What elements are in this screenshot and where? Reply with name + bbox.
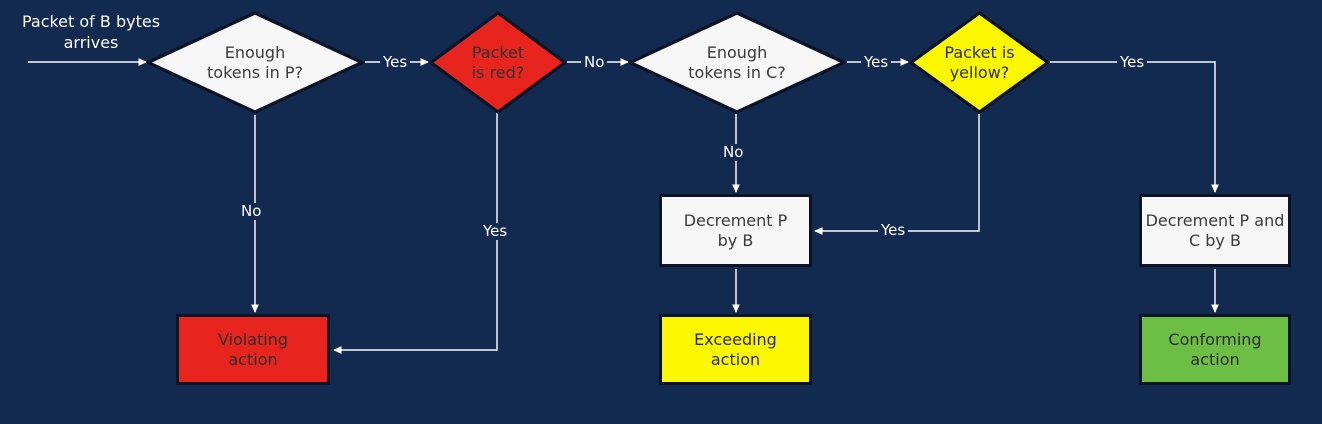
entry-caption: Packet of B bytes arrives [21, 12, 161, 52]
edge-label-yellow-yes: Yes [1117, 54, 1148, 71]
process-decrement-p-by-b[interactable]: Decrement P by B [659, 194, 812, 267]
edge-yellow-yes [1050, 61, 1219, 193]
edge-label-p-no: No [238, 203, 265, 220]
decision-packet-is-yellow[interactable]: Packet is yellow? [909, 11, 1050, 114]
diamond-shape-packet-is-yellow [909, 11, 1050, 114]
diamond-shape-packet-is-red [429, 11, 567, 114]
decision-enough-tokens-c[interactable]: Enough tokens in C? [628, 11, 846, 114]
edge-label-c-yes: Yes [861, 54, 892, 71]
terminal-violating-action[interactable]: Violating action [176, 314, 330, 385]
edge-yellow-no [814, 114, 980, 235]
edge-label-c-no: No [720, 144, 747, 161]
diamond-shape-enough-tokens-p [146, 11, 364, 114]
decision-packet-is-red[interactable]: Packet is red? [429, 11, 567, 114]
edge-red-yes [333, 112, 498, 354]
terminal-exceeding-action[interactable]: Exceeding action [659, 314, 812, 385]
process-decrement-p-and-c-by-b[interactable]: Decrement P and C by B [1139, 194, 1291, 267]
diamond-shape-enough-tokens-c [628, 11, 846, 114]
edge-label-red-no: No [581, 54, 608, 71]
decision-enough-tokens-p[interactable]: Enough tokens in P? [146, 11, 364, 114]
edge-label-red-yes: Yes [480, 223, 511, 240]
edge-label-yellow-no: Yes [878, 222, 909, 239]
terminal-conforming-action[interactable]: Conforming action [1139, 314, 1291, 385]
edge-label-p-yes: Yes [380, 54, 411, 71]
